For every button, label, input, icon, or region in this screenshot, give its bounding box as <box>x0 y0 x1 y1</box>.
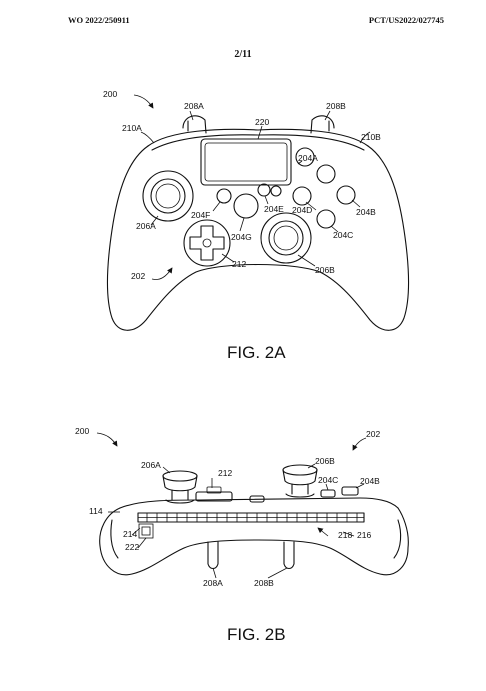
application-number: PCT/US2022/027745 <box>368 15 444 25</box>
button-204e-pair <box>270 185 282 197</box>
figure-2b-caption: FIG. 2B <box>227 625 286 644</box>
label-206a: 206A <box>136 221 156 231</box>
bumper-band <box>147 128 369 147</box>
label-202-b: 202 <box>366 429 380 439</box>
left-thumbstick-side <box>162 470 198 504</box>
label-204a: 204A <box>298 153 318 163</box>
controller-front-top-edge <box>119 497 399 509</box>
strip-cover <box>138 523 154 539</box>
label-220: 220 <box>255 117 269 127</box>
label-204g: 204G <box>231 232 252 242</box>
button-204e <box>257 183 271 197</box>
button-204b-side <box>341 486 359 496</box>
figure-2a-caption: FIG. 2A <box>227 343 286 362</box>
label-208a: 208A <box>184 101 204 111</box>
directional-pad <box>183 219 231 267</box>
right-thumbstick-side <box>282 464 318 498</box>
label-214: 214 <box>123 529 137 539</box>
button-204g <box>233 193 259 219</box>
label-204f: 204F <box>191 210 210 220</box>
label-204c: 204C <box>333 230 353 240</box>
lower-bumpers <box>207 541 295 570</box>
button-204f <box>216 188 232 204</box>
label-206b: 206B <box>315 265 335 275</box>
figure-2a-controller-top-view: 200 208A 208B 210A 210B 220 204A 204B 20… <box>103 89 410 362</box>
directional-pad-side <box>195 486 233 502</box>
right-thumbstick <box>260 212 312 264</box>
display-screen <box>200 138 292 186</box>
label-204b-b: 204B <box>360 476 380 486</box>
button-204d <box>292 186 312 206</box>
button-204b <box>336 185 356 205</box>
left-trigger <box>182 115 207 134</box>
label-212-b: 212 <box>218 468 232 478</box>
label-210a: 210A <box>122 123 142 133</box>
label-206b-b: 206B <box>315 456 335 466</box>
sheet-number: 2/11 <box>234 49 252 60</box>
label-204b: 204B <box>356 207 376 217</box>
label-222: 222 <box>125 542 139 552</box>
label-208b-b: 208B <box>254 578 274 588</box>
sensor-strip <box>137 512 365 523</box>
label-200: 200 <box>103 89 117 99</box>
figure-2b-controller-front-view: 200 202 206A 206B 212 204C 204B 114 214 … <box>75 426 409 644</box>
button-204a <box>295 147 315 167</box>
label-218: 218 <box>338 530 352 540</box>
button-204a-lower <box>316 164 336 184</box>
label-210b: 210B <box>361 132 381 142</box>
label-204d: 204D <box>292 205 312 215</box>
label-208b: 208B <box>326 101 346 111</box>
label-204e: 204E <box>264 204 284 214</box>
label-212: 212 <box>232 259 246 269</box>
controller-front-outline <box>99 507 409 576</box>
right-trigger <box>310 115 335 134</box>
button-204c-side <box>320 489 336 498</box>
publication-number: WO 2022/250911 <box>68 15 130 25</box>
label-208a-b: 208A <box>203 578 223 588</box>
label-216: 216 <box>357 530 371 540</box>
label-202: 202 <box>131 271 145 281</box>
controller-body-outline <box>106 145 410 331</box>
label-206a-b: 206A <box>141 460 161 470</box>
label-200-b: 200 <box>75 426 89 436</box>
button-204c <box>316 209 336 229</box>
label-204c-b: 204C <box>318 475 338 485</box>
label-114: 114 <box>89 506 103 516</box>
left-thumbstick <box>142 170 194 222</box>
